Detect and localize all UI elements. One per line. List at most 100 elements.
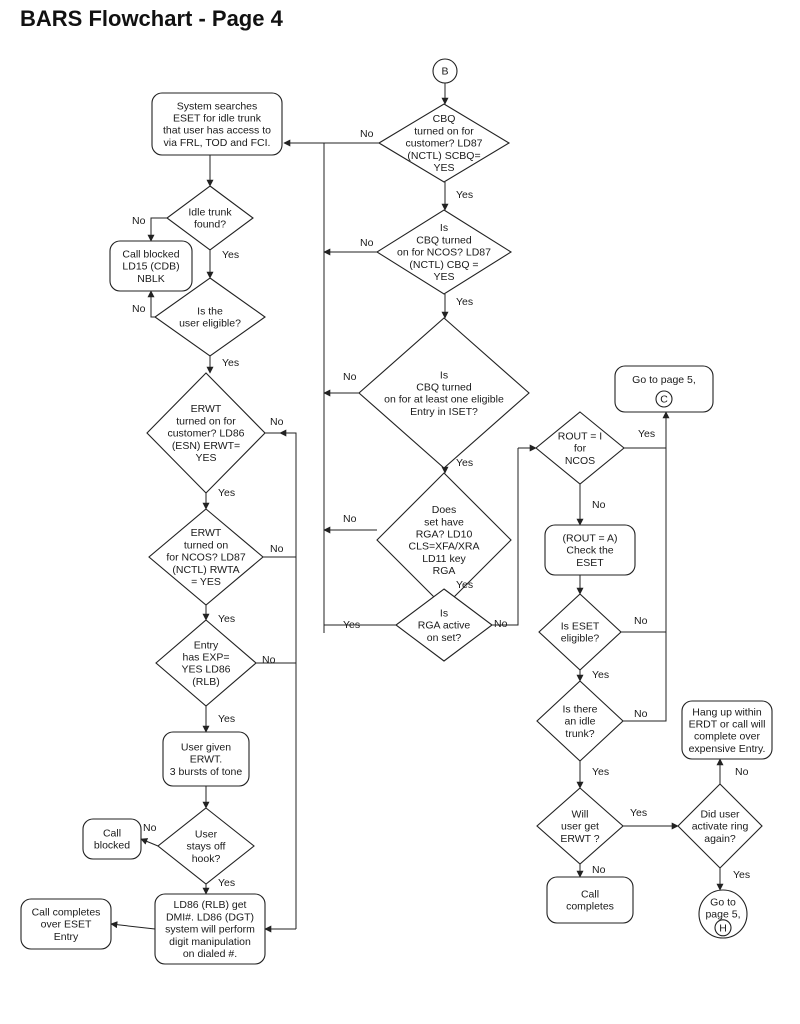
edge-label-yes: Yes [733,869,750,881]
node-text-line: digit manipulation [169,936,251,948]
node-text-line: ROUT = I [558,430,602,442]
node-text-line: has EXP= [183,652,230,664]
edge-label-yes: Yes [638,428,655,440]
node-text-line: that user has access to [163,125,271,137]
node-text-line: User [195,828,218,840]
node-text-line: blocked [94,840,130,852]
node-text-line: completes [566,901,614,913]
node-text-line: user get [561,821,599,833]
process-shape [546,876,634,924]
decision-shape [155,619,257,707]
flow-connector [140,838,159,847]
node-text-line: RGA? LD10 [416,529,473,541]
node-text-line: YES [195,452,216,464]
edge-label-yes: Yes [218,713,235,725]
node-text-line: trunk? [565,728,594,740]
decision-shape [157,807,255,885]
node-text-line: ERWT [191,527,222,539]
flow-connector [110,921,156,930]
node-text-line: Call [103,828,121,840]
flow-connector [147,290,155,318]
node-text-line: Call blocked [122,248,179,260]
edge-label-no: No [262,654,276,666]
node-text-line: B [441,66,448,78]
decision-shape [148,508,264,606]
node-text-line: on dialed #. [183,948,237,960]
node-text-line: page 5, [705,909,740,921]
decision-shape [375,209,513,295]
node-text-line: (NCTL) RWTA [172,564,239,576]
node-text-line: Is [440,607,448,619]
node-text-line: YES LD86 [181,664,230,676]
node-text-line: turned on [184,539,229,551]
edge-label-no: No [143,822,157,834]
edge-label-no: No [634,615,648,627]
node-text-line: on set? [427,632,462,644]
node-text-line: ESET for idle trunk [173,113,262,125]
node-text-line: stays off [187,841,226,853]
node-text-line: Entry [194,639,219,651]
node-text-line: Entry in ISET? [410,406,478,418]
node-text-line: customer? LD86 [167,428,244,440]
node-text-line: found? [194,219,226,231]
node-text-line: RGA active [418,620,471,632]
node-text-line: user eligible? [179,318,241,330]
node-text-line: Did user [700,808,740,820]
edge-label-yes: Yes [343,619,360,631]
edge-label-yes: Yes [592,766,609,778]
decision-shape [377,103,511,183]
node-text-line: CBQ turned [416,382,472,394]
page-title: BARS Flowchart - Page 4 [20,6,283,31]
node-text-line: via FRL, TOD and FCI. [164,137,271,149]
edge-label-no: No [270,543,284,555]
node-text-line: (ROUT = A) [563,532,618,544]
edge-label-yes: Yes [218,487,235,499]
edge-label-yes: Yes [222,249,239,261]
node-text-line: LD86 (RLB) get [174,899,247,911]
node-text-line: Is there [562,703,597,715]
node-text-line: NCOS [565,455,595,467]
connector-shape [432,58,458,84]
node-text-line: YES [433,162,454,174]
node-text-line: ERWT ? [560,833,599,845]
process-shape [544,524,636,576]
edge-label-no: No [132,215,146,227]
node-text-line: LD11 key [422,553,466,565]
flow-line [150,217,167,241]
node-text-line: Call [581,889,599,901]
node-text-line: Call completes [32,906,101,918]
node-text-line: hook? [192,853,221,865]
edge-label-yes: Yes [456,189,473,201]
node-text-line: ESET [576,557,604,569]
node-text-line: ERDT or call will [689,719,766,731]
decision-shape [166,185,254,251]
node-text-line: over ESET [41,919,92,931]
page-connector-letter: C [660,394,668,406]
node-text-line: Is the [197,306,223,318]
flow-line [265,432,297,929]
edge-label-no: No [132,303,146,315]
node-text-line: complete over [694,731,760,743]
decision-shape [677,783,763,869]
node-text-line: System searches [177,100,258,112]
edge-label-no: No [270,416,284,428]
edge-label-no: No [735,766,749,778]
flow-node-goto5c: Go to page 5,C [614,365,714,413]
node-text-line: CLS=XFA/XRA [409,541,480,553]
